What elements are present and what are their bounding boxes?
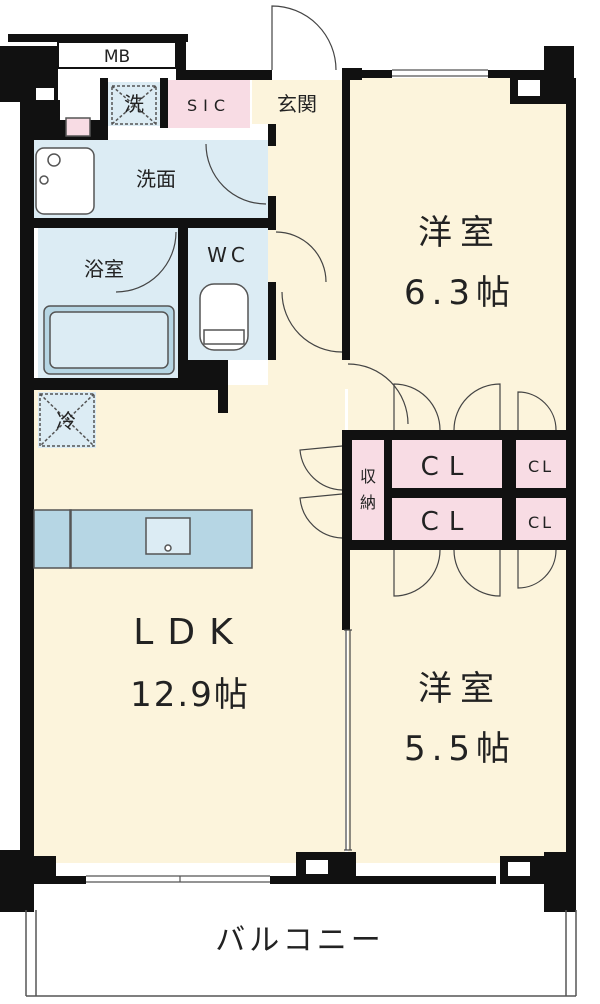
bedroom1-name: 洋室 [418,213,502,253]
bedroom2-name: 洋室 [418,669,502,709]
closet-cell [516,440,566,488]
closet-cell [392,498,502,540]
fridge-label: 冷 [56,409,76,433]
closet-label: CL [528,513,554,532]
kitchen-counter [33,509,253,569]
door-swings [115,5,557,597]
closets [352,440,566,540]
bedroom2-size: 5.5帖 [404,729,516,769]
wc-label: WC [207,243,249,267]
bathroom-label: 浴室 [84,257,124,281]
sic-label: SIC [187,96,231,115]
windows [86,69,488,883]
bedroom1-size: 6.3帖 [404,273,516,313]
laundry-label: 洗 [124,92,144,116]
storage-label-bottom: 納 [360,493,376,512]
closet-label: CL [528,457,554,476]
sliding-partition [344,629,352,851]
ldk-floor [30,385,345,863]
balcony-label: バルコニー [215,923,384,958]
entrance-label: 玄関 [277,92,317,116]
washroom-label: 洗面 [136,167,176,191]
closet-label: CL [421,507,474,537]
mb-box [57,41,177,69]
bedroom1-floor [348,78,566,438]
closet-cell [516,498,566,540]
ldk-name: LDK [133,612,246,653]
closet-label: CL [421,452,474,482]
balcony-railing [25,910,577,997]
fixtures [33,85,253,569]
mb-label: MB [104,47,130,67]
ldk-size: 12.9帖 [130,675,250,715]
labels: MB 洗 SIC 玄関 洗面 浴室 WC 冷 収 納 CL CL CL CL 洋… [56,47,554,958]
entrance-floor [252,80,342,124]
sic-floor [168,80,250,128]
storage-cell [352,440,384,540]
hallway-floor [268,124,348,389]
closet-cell [392,440,502,488]
storage-label-top: 収 [360,467,376,486]
bedroom2-floor [348,548,566,863]
